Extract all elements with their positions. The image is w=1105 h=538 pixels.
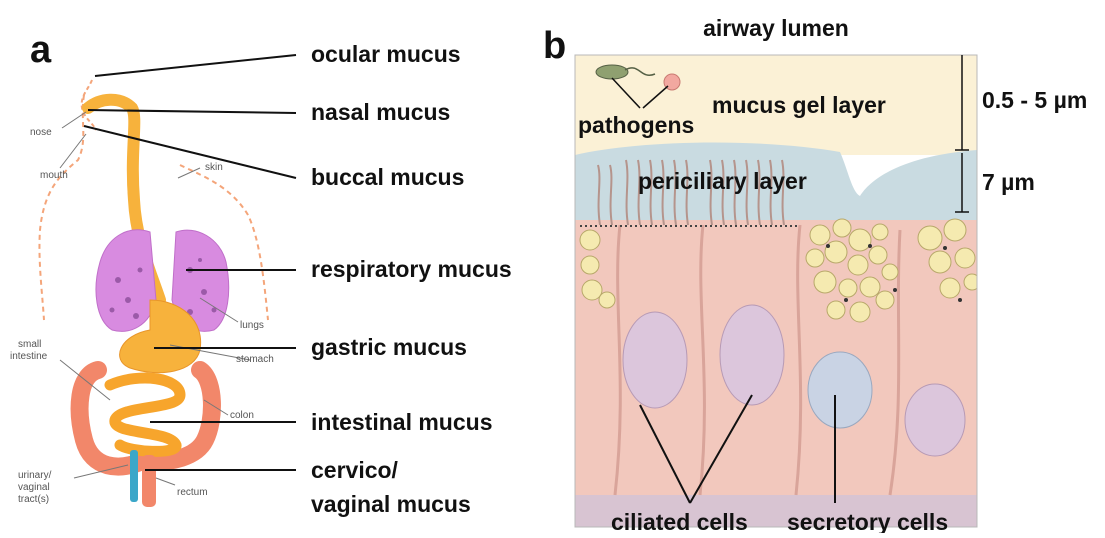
label-stomach: stomach <box>236 354 274 365</box>
cervico-label: cervico/ <box>311 457 399 483</box>
panel-a: a <box>10 29 512 517</box>
label-skin: skin <box>205 162 223 173</box>
nucleus-4 <box>905 384 965 456</box>
nucleus-3 <box>808 352 872 428</box>
label-urinary-1: urinary/ <box>18 470 52 481</box>
rectum <box>142 455 156 507</box>
label-small-intestine-1: small <box>18 339 41 350</box>
label-rectum: rectum <box>177 487 208 498</box>
urinary-tract <box>130 450 138 502</box>
panel-b-letter: b <box>543 25 566 67</box>
label-small-intestine-2: intestine <box>10 351 48 362</box>
pcl-thickness-label: 7 µm <box>982 169 1035 195</box>
ocular-mucus-label: ocular mucus <box>311 41 461 67</box>
gel-thickness-label: 0.5 - 5 µm <box>982 87 1087 113</box>
buccal-mucus-label: buccal mucus <box>311 164 464 190</box>
mucus-gel-layer-label: mucus gel layer <box>712 92 886 118</box>
panel-a-letter: a <box>30 29 52 71</box>
vaginal-mucus-label: vaginal mucus <box>311 491 471 517</box>
nasal-mucus-label: nasal mucus <box>311 99 450 125</box>
respiratory-mucus-label: respiratory mucus <box>311 256 512 282</box>
nucleus-1 <box>623 312 687 408</box>
small-intestine <box>110 378 180 451</box>
label-urinary-3: tract(s) <box>18 494 49 505</box>
periciliary-layer-label: periciliary layer <box>638 168 807 194</box>
left-lung <box>96 230 156 331</box>
secretory-cells-label: secretory cells <box>787 509 948 533</box>
label-urinary-2: vaginal <box>18 482 50 493</box>
pathogens-label: pathogens <box>578 112 694 138</box>
panel-b: b <box>543 0 1087 533</box>
ciliated-cells-label: ciliated cells <box>611 509 748 533</box>
airway-lumen-label: airway lumen <box>703 15 849 41</box>
label-nose: nose <box>30 127 52 138</box>
label-colon: colon <box>230 410 254 421</box>
gastric-mucus-label: gastric mucus <box>311 334 467 360</box>
nucleus-2 <box>720 305 784 405</box>
label-mouth: mouth <box>40 170 68 181</box>
intestinal-mucus-label: intestinal mucus <box>311 409 492 435</box>
label-lungs: lungs <box>240 320 264 331</box>
